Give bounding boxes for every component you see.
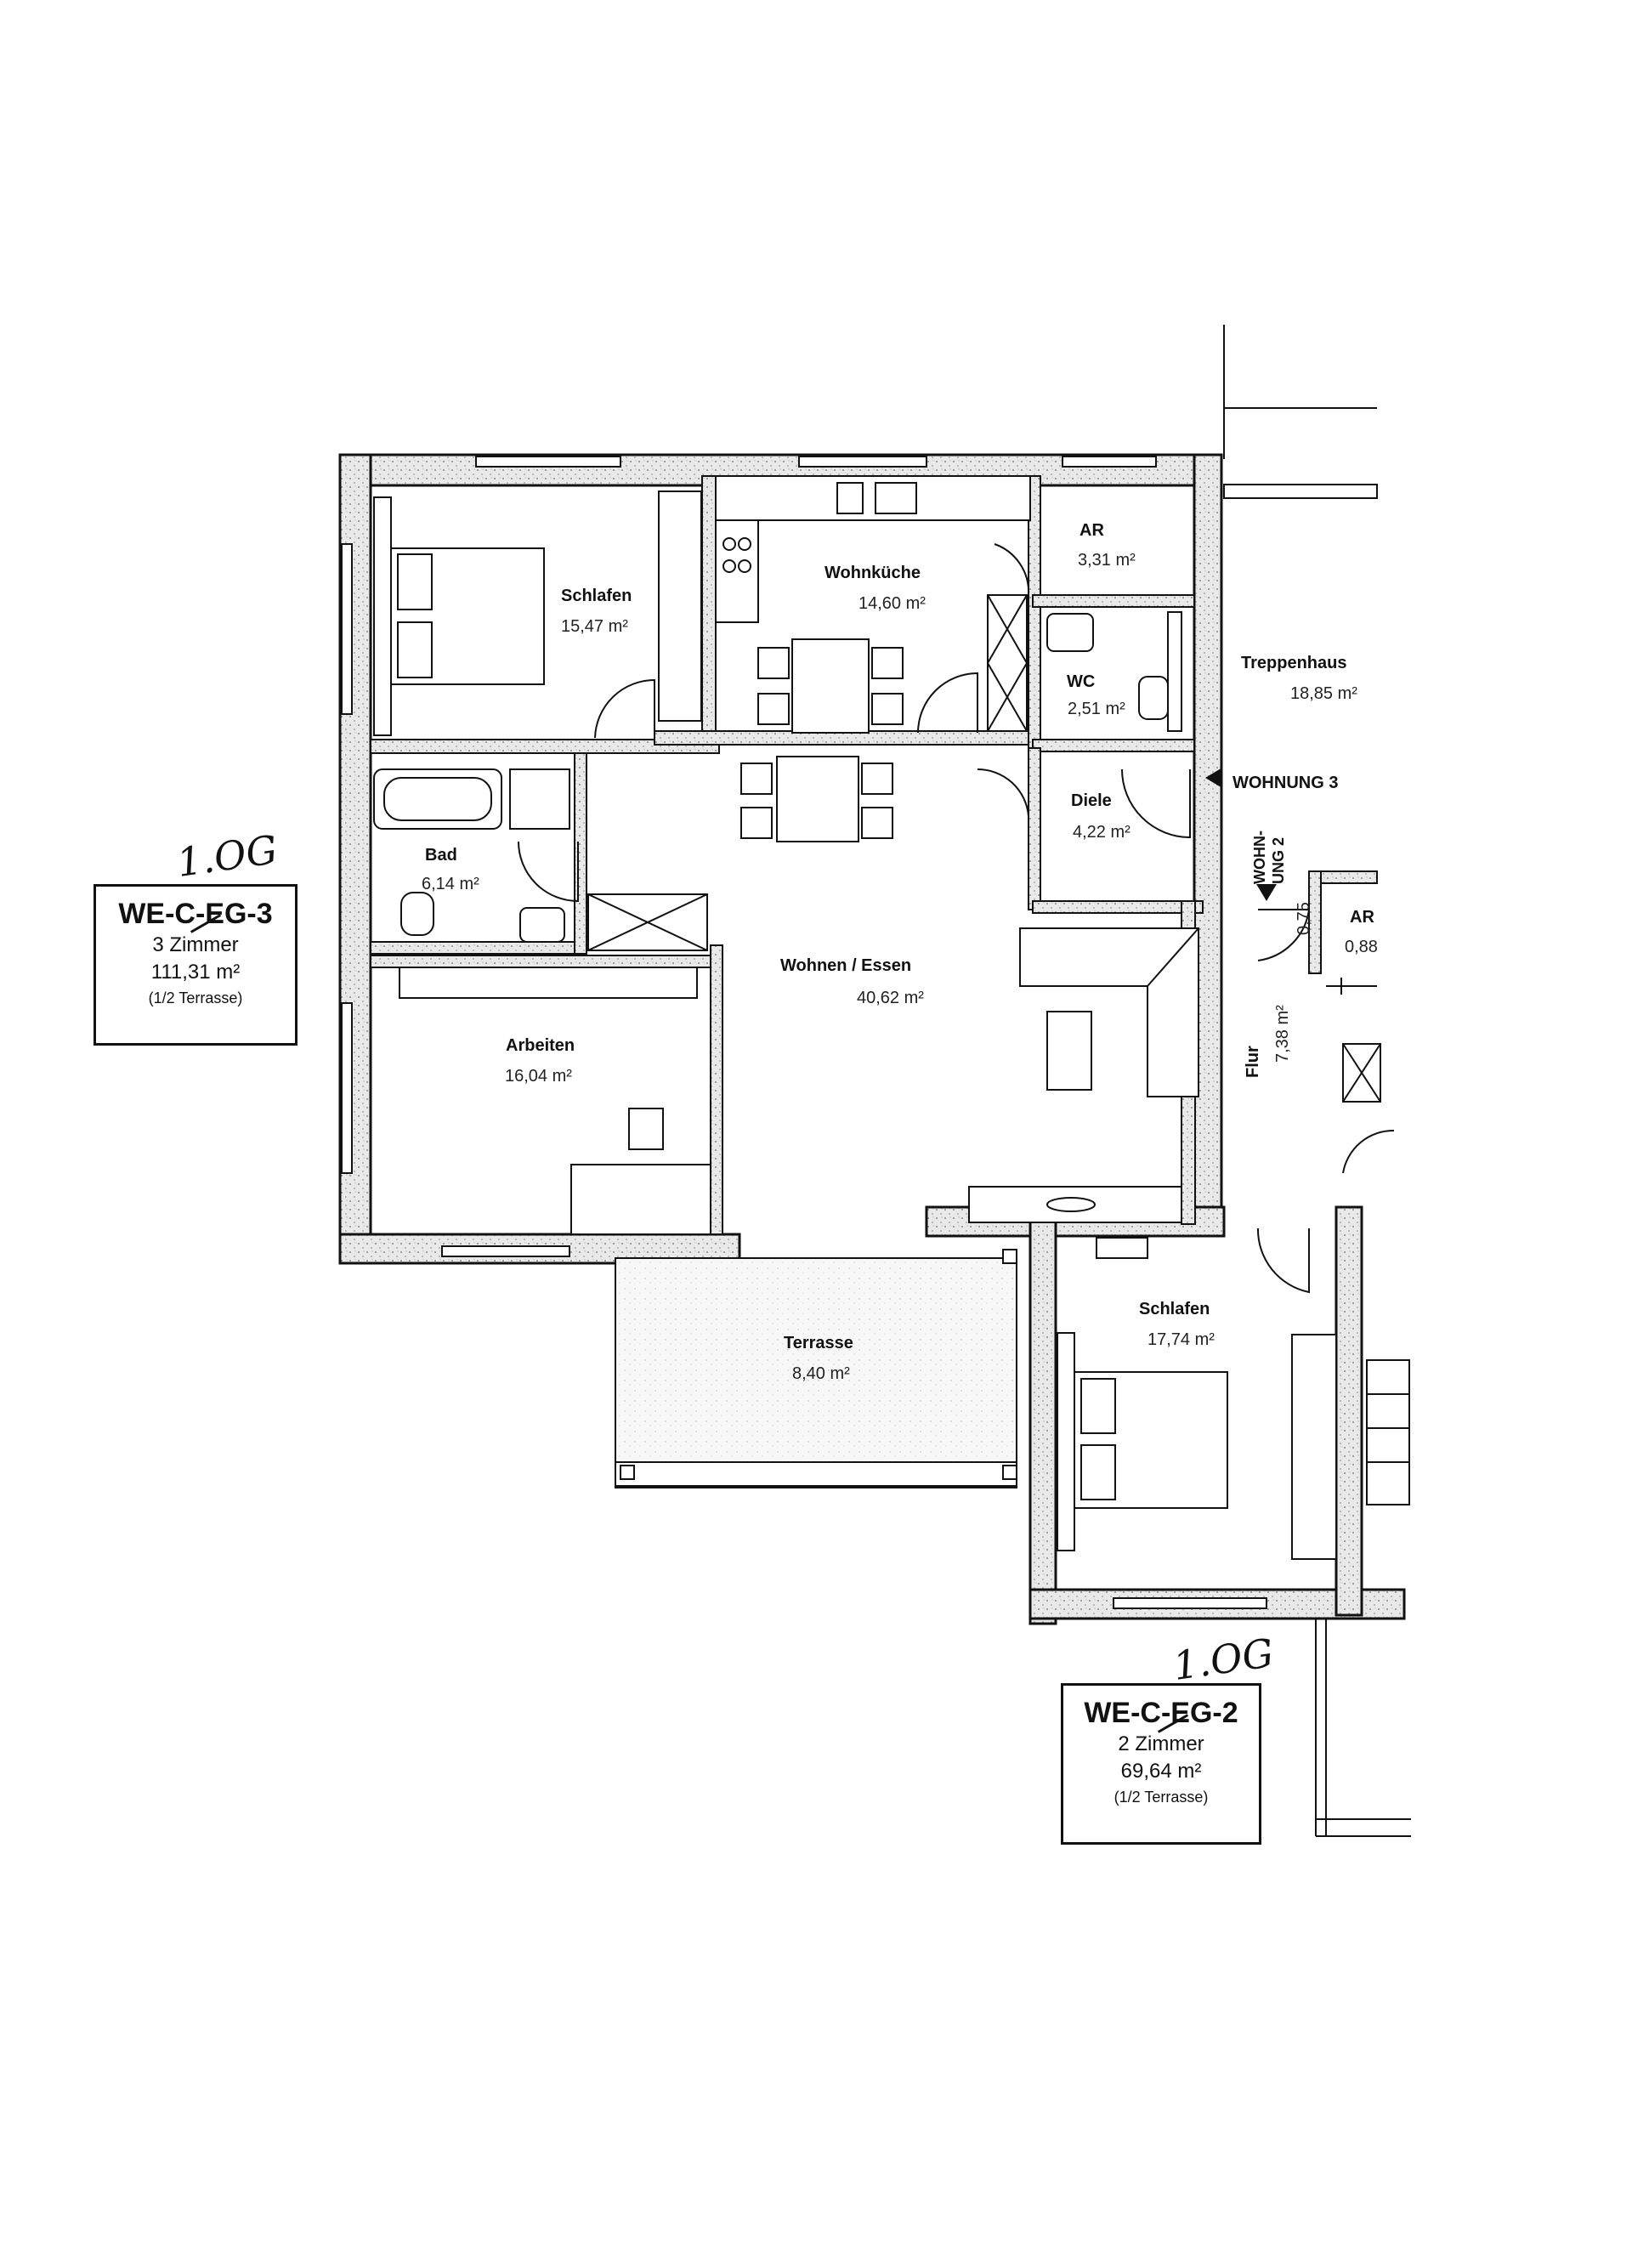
unit-note: (1/2 Terrasse) — [1114, 1788, 1209, 1806]
room-flur-area: 7,38 m² — [1273, 1005, 1292, 1063]
bed-2 — [1057, 1237, 1337, 1560]
neighbour-stair — [1315, 1359, 1411, 1837]
room-ar-2-area: 0,88 — [1345, 938, 1378, 956]
terrace — [615, 1249, 1017, 1488]
room-schlafen-1-name: Schlafen — [561, 587, 632, 605]
office-furniture — [399, 967, 711, 1235]
room-arbeiten-area: 16,04 m² — [505, 1067, 572, 1086]
room-schlafen-2-area: 17,74 m² — [1148, 1330, 1215, 1349]
label-wohnung-2-b: UNG 2 — [1270, 837, 1287, 884]
bed-1 — [373, 490, 702, 736]
unit-area: 69,64 m² — [1120, 1760, 1202, 1783]
room-flur-name: Flur — [1244, 1046, 1262, 1078]
room-treppenhaus-name: Treppenhaus — [1241, 654, 1346, 672]
room-wohnen-area: 40,62 m² — [857, 989, 924, 1007]
unit-area: 111,31 m² — [150, 961, 241, 984]
room-ar-1-area: 3,31 m² — [1078, 551, 1136, 570]
unit-box-we-c-3: WE-C-EG-3 3 Zimmer 111,31 m² (1/2 Terras… — [94, 884, 298, 1046]
label-dimension: 0,75 — [1295, 902, 1313, 935]
living-furniture — [968, 927, 1199, 1223]
unit-box-we-c-2: WE-C-EG-2 2 Zimmer 69,64 m² (1/2 Terrass… — [1061, 1683, 1261, 1845]
windows — [341, 456, 1267, 1609]
shaft — [587, 893, 708, 951]
unit-rooms: 2 Zimmer — [1118, 1732, 1204, 1755]
room-diele-name: Diele — [1071, 791, 1112, 810]
unit-id: WE-C-EG-3 — [118, 898, 273, 930]
room-bad-area: 6,14 m² — [422, 875, 479, 893]
room-wohnkueche-name: Wohnküche — [824, 564, 921, 582]
room-terrasse-area: 8,40 m² — [792, 1364, 850, 1383]
room-schlafen-1-area: 15,47 m² — [561, 617, 628, 636]
room-wohnen-name: Wohnen / Essen — [780, 956, 911, 975]
dining-table — [740, 756, 893, 842]
wohnung-3-arrow — [1205, 768, 1222, 788]
label-wohnung-3: WOHNUNG 3 — [1232, 774, 1338, 792]
label-wohnung-2-a: WOHN- — [1251, 831, 1268, 884]
bath-fittings — [373, 768, 570, 943]
flur-elements — [1326, 978, 1381, 1103]
room-schlafen-2-name: Schlafen — [1139, 1300, 1210, 1318]
doors — [518, 543, 1395, 1294]
wohnung-2-arrow — [1256, 884, 1277, 901]
wc-fittings — [1046, 611, 1182, 732]
unit-id: WE-C-EG-2 — [1084, 1697, 1238, 1729]
room-ar-1-name: AR — [1080, 521, 1104, 540]
room-terrasse-name: Terrasse — [784, 1334, 853, 1352]
room-wohnkueche-area: 14,60 m² — [858, 594, 926, 613]
kitchen-fittings — [715, 475, 1031, 734]
room-arbeiten-name: Arbeiten — [506, 1036, 575, 1055]
stairwell-lines — [1223, 325, 1378, 499]
room-wc-name: WC — [1067, 672, 1095, 691]
room-diele-area: 4,22 m² — [1073, 823, 1130, 842]
room-ar-2-name: AR — [1350, 908, 1374, 927]
unit-rooms: 3 Zimmer — [152, 933, 239, 956]
room-bad-name: Bad — [425, 846, 457, 865]
room-wc-area: 2,51 m² — [1068, 700, 1125, 718]
room-treppenhaus-area: 18,85 m² — [1290, 684, 1357, 703]
unit-note: (1/2 Terrasse) — [148, 989, 243, 1006]
